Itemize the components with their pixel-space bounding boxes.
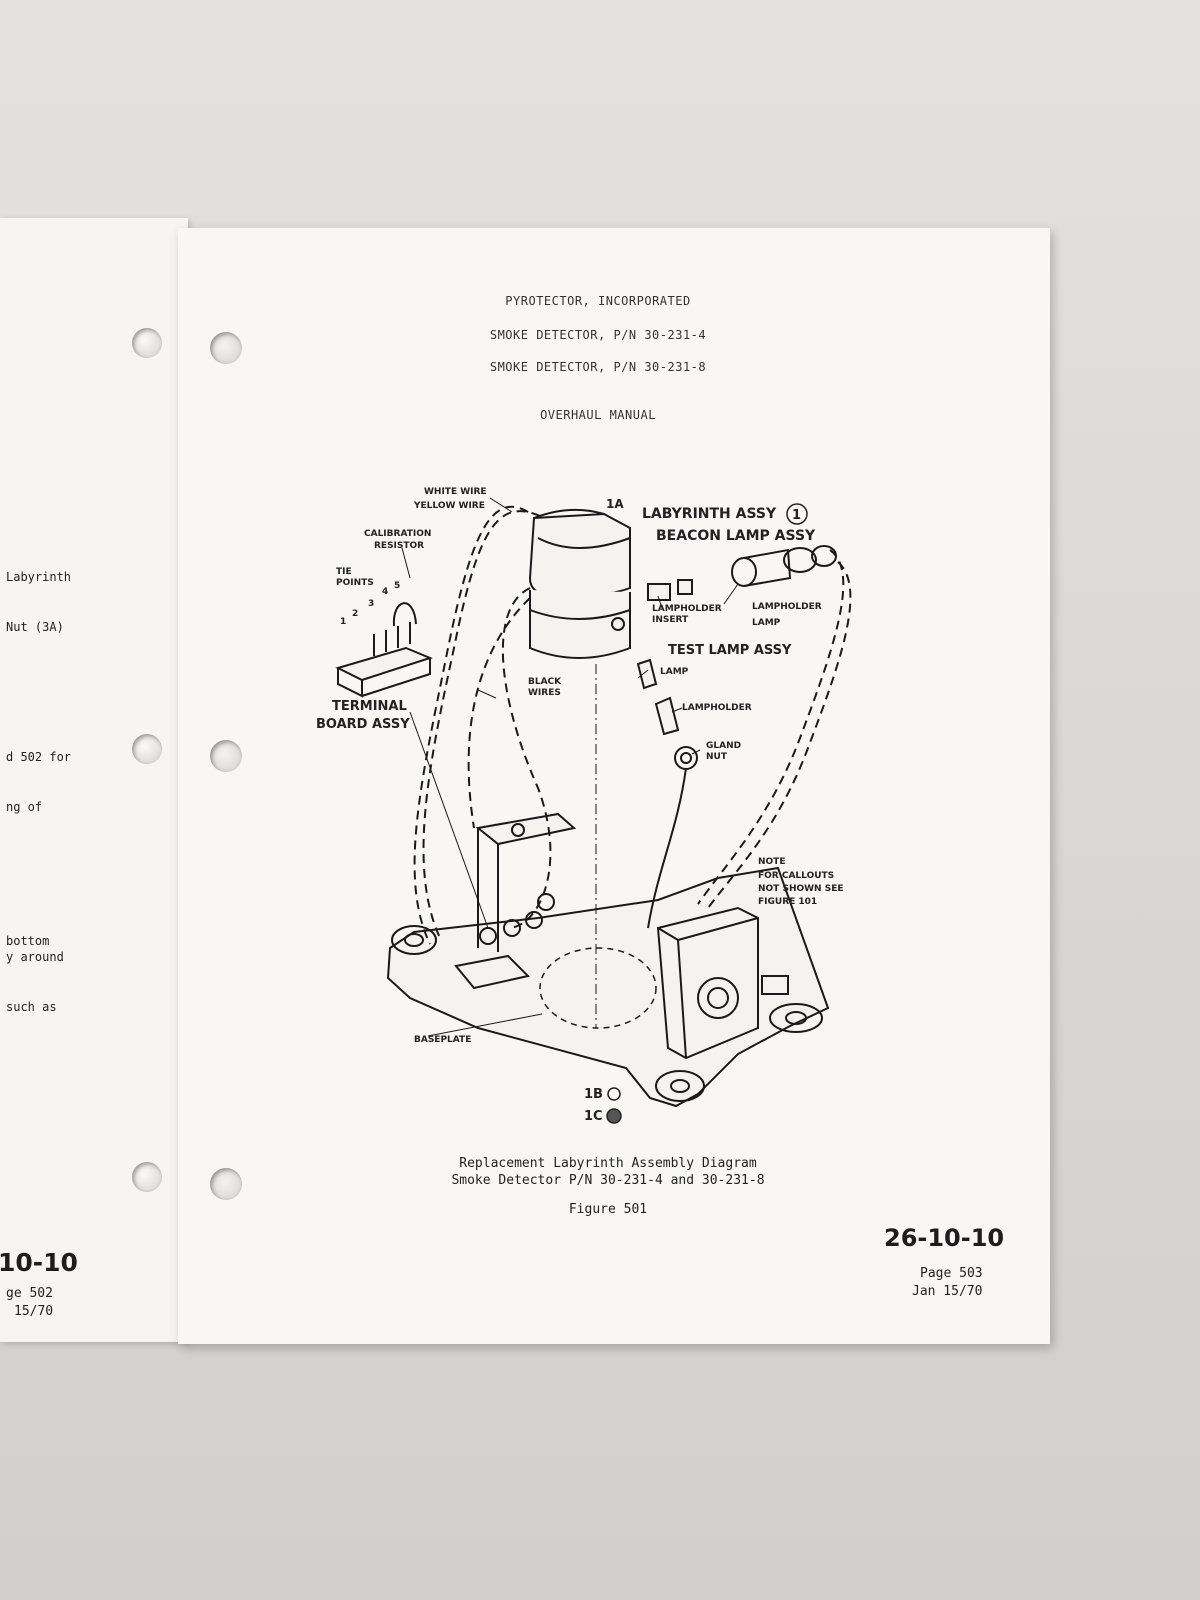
test-lamp	[636, 658, 658, 690]
test-lampholder-label: LAMPHOLDER	[682, 703, 752, 713]
mounting-hole	[391, 925, 437, 955]
wires-label: WIRES	[528, 688, 561, 698]
washer-icon	[607, 1087, 621, 1101]
lampholder	[731, 557, 757, 587]
previous-page: Labyrinth Nut (3A) d 502 for ng of botto…	[0, 218, 188, 1342]
page-number: ge 502	[6, 1286, 53, 1301]
labyrinth-assy	[528, 512, 631, 597]
nut-label: NUT	[706, 752, 728, 762]
tie-point-4: 4	[382, 587, 388, 597]
yellow-wire	[413, 505, 529, 945]
lampholder-insert-label: LAMPHOLDER	[652, 604, 722, 614]
punch-hole	[210, 1168, 242, 1200]
page-number: Page 503	[920, 1266, 983, 1281]
page-date: Jan 15/70	[912, 1284, 983, 1299]
terminal-board	[335, 646, 433, 682]
company-name: PYROTECTOR, INCORPORATED	[505, 294, 691, 308]
labyrinth-index: 1	[792, 508, 801, 523]
text-fragment: Labyrinth	[6, 570, 72, 584]
labyrinth-footprint	[539, 947, 657, 1029]
mounting-hole	[655, 1070, 705, 1102]
text-fragment: Nut (3A)	[6, 620, 64, 634]
figure-number: Figure 501	[568, 1202, 648, 1217]
tie-point-5: 5	[394, 581, 400, 591]
insert-label: INSERT	[652, 615, 689, 625]
note-line-1: FOR CALLOUTS	[758, 871, 834, 881]
punch-hole	[132, 328, 162, 358]
beacon-lamp-assy-label: BEACON LAMP ASSY	[656, 528, 816, 544]
calibration-label: CALIBRATION	[364, 529, 431, 539]
gland-nut	[674, 746, 698, 770]
tie-point-3: 3	[368, 599, 374, 609]
model-line-2: SMOKE DETECTOR, P/N 30-231-8	[489, 360, 707, 374]
test-lamp-label: LAMP	[660, 667, 689, 677]
black-wires	[501, 587, 552, 929]
nut-icon	[606, 1108, 622, 1124]
calibration-resistor	[392, 602, 417, 627]
resistor-label: RESISTOR	[374, 541, 424, 551]
test-lamp-assy-label: TEST LAMP ASSY	[668, 643, 792, 658]
mounting-hole	[769, 1003, 823, 1033]
beacon-wire	[707, 561, 852, 909]
text-fragment: such as	[6, 1000, 57, 1014]
text-fragment: d 502 for	[6, 750, 72, 764]
index-circle	[786, 503, 808, 525]
black-label: BLACK	[528, 677, 562, 687]
lampholder-label: LAMPHOLDER	[752, 602, 822, 612]
terminal-block	[454, 954, 530, 990]
tie-label: TIE	[336, 567, 352, 577]
labyrinth-assembly-diagram: WHITE WIRE YELLOW WIRE 1A LABYRINTH ASSY…	[316, 487, 852, 1124]
tie-point-2: 2	[352, 609, 358, 619]
tie-point-1: 1	[340, 617, 346, 627]
gland-label: GLAND	[706, 741, 741, 751]
callout-1a: 1A	[606, 497, 624, 511]
yellow-wire-label: YELLOW WIRE	[413, 501, 485, 511]
beacon-lamp	[783, 547, 817, 573]
manual-page: PYROTECTOR, INCORPORATED SMOKE DETECTOR,…	[178, 228, 1050, 1344]
note-line-3: FIGURE 101	[758, 897, 817, 907]
terminal-label: TERMINAL	[332, 699, 407, 714]
board-assy-label: BOARD ASSY	[316, 717, 410, 732]
baseplate-label: BASEPLATE	[414, 1035, 471, 1045]
note-title: NOTE	[758, 857, 785, 867]
note-line-2: NOT SHOWN SEE	[758, 884, 844, 894]
text-fragment: ng of	[6, 800, 43, 814]
callout-1c: 1C	[584, 1109, 603, 1124]
caption-line-2: Smoke Detector P/N 30-231-4 and 30-231-8	[451, 1173, 765, 1188]
section-number: 26-10-10	[884, 1224, 1005, 1252]
callout-1b: 1B	[584, 1087, 603, 1102]
text-fragment: bottom	[6, 934, 50, 948]
lamp-label: LAMP	[752, 618, 781, 628]
white-wire-label: WHITE WIRE	[424, 487, 487, 497]
test-lamp-wire	[647, 767, 687, 929]
model-line-1: SMOKE DETECTOR, P/N 30-231-4	[489, 328, 707, 342]
test-lampholder	[654, 696, 680, 736]
punch-hole	[210, 740, 242, 772]
text-fragment: y around	[6, 950, 64, 964]
section-number: 10-10	[0, 1248, 78, 1277]
white-wire	[422, 510, 541, 939]
manual-type: OVERHAUL MANUAL	[540, 408, 656, 422]
page-date: 15/70	[14, 1304, 54, 1319]
punch-hole	[132, 734, 162, 764]
punch-hole	[210, 332, 242, 364]
caption-line-1: Replacement Labyrinth Assembly Diagram	[459, 1156, 757, 1171]
points-label: POINTS	[336, 578, 374, 588]
labyrinth-assy-label: LABYRINTH ASSY	[642, 506, 777, 522]
punch-hole	[132, 1162, 162, 1192]
mounting-bracket	[475, 812, 577, 846]
